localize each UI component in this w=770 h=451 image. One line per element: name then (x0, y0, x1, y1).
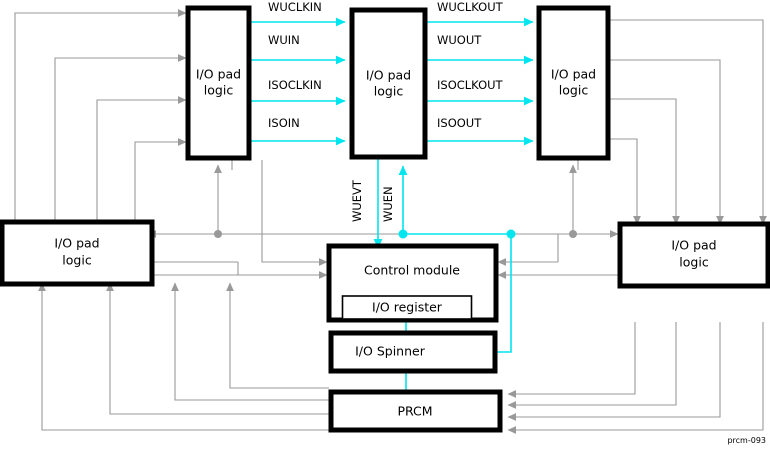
control-module-label: Control module (364, 263, 460, 278)
signal-label-wuen: WUEN (381, 186, 395, 222)
io-register-label: I/O register (372, 300, 443, 315)
wire-prcm-right-3 (507, 322, 721, 421)
wire-padtopright-to-padright-3 (610, 98, 680, 225)
signal-labels: WUCLKIN WUIN ISOCLKIN ISOIN WUCLKOUT WUO… (268, 0, 504, 222)
pad-top-mid-label-2: logic (374, 84, 404, 99)
pad-right-block (617, 221, 770, 289)
signal-label-wuclkout: WUCLKOUT (437, 0, 504, 14)
signal-label-isoin: ISOIN (268, 116, 300, 130)
figure-caption: prcm-093 (727, 436, 766, 445)
wire-padleft-to-padtopleft-1 (14, 9, 187, 242)
pad-top-mid-label-1: I/O pad (366, 68, 411, 83)
signal-label-isoout: ISOOUT (437, 116, 482, 130)
pad-top-left-label-2: logic (204, 83, 234, 98)
wire-padleft-to-padtopleft-2 (54, 54, 187, 242)
signal-label-wuin: WUIN (268, 33, 300, 47)
signal-label-isoclkin: ISOCLKIN (268, 78, 322, 92)
signal-label-isoclkout: ISOCLKOUT (437, 78, 504, 92)
pad-right-label-1: I/O pad (671, 238, 716, 253)
wire-prcm-right-2 (507, 322, 677, 409)
wire-padtopright-to-padright-4 (610, 138, 641, 225)
wire-prcm-right-1 (507, 322, 636, 398)
pad-top-right-block (536, 5, 611, 161)
wire-prcm-left-1 (41, 283, 329, 431)
signal-label-wuclkin: WUCLKIN (268, 0, 322, 14)
wire-prcm-right-4 (507, 322, 764, 434)
pad-top-left-block (185, 5, 252, 161)
pad-right-label-2: logic (679, 255, 709, 270)
pad-top-mid-block (349, 7, 428, 160)
signal-label-wuout: WUOUT (437, 33, 482, 47)
pad-left-label-1: I/O pad (54, 236, 99, 251)
wire-padtopright-to-padright-1 (610, 19, 767, 225)
wire-prcm-left-4 (229, 283, 329, 389)
wire-prcm-left-2 (109, 283, 329, 415)
wire-padtopright-to-padright-2 (610, 59, 724, 225)
blocks: I/O pad logic I/O pad logic I/O pad logi… (0, 5, 770, 433)
prcm-block (328, 389, 503, 433)
io-register-block (341, 295, 473, 320)
pad-top-left-label-1: I/O pad (196, 67, 241, 82)
wire-padleft-to-padtopleft-3 (96, 96, 187, 242)
pad-left-block (0, 219, 155, 287)
wire-padtopleft-to-control-1 (261, 160, 328, 266)
io-spinner-label: I/O Spinner (355, 344, 426, 359)
wire-prcm-left-3 (174, 283, 329, 401)
gray-wires (14, 9, 767, 434)
signal-label-wuevt: WUEVT (350, 179, 364, 222)
wire-padleft-to-padtopleft-4 (134, 138, 187, 242)
pad-top-right-label-2: logic (559, 83, 589, 98)
prcm-label: PRCM (397, 404, 432, 419)
io-spinner-block (328, 330, 498, 374)
figure-caption-group: prcm-093 (727, 436, 766, 445)
pad-left-label-2: logic (62, 253, 92, 268)
pad-top-right-label-1: I/O pad (551, 67, 596, 82)
